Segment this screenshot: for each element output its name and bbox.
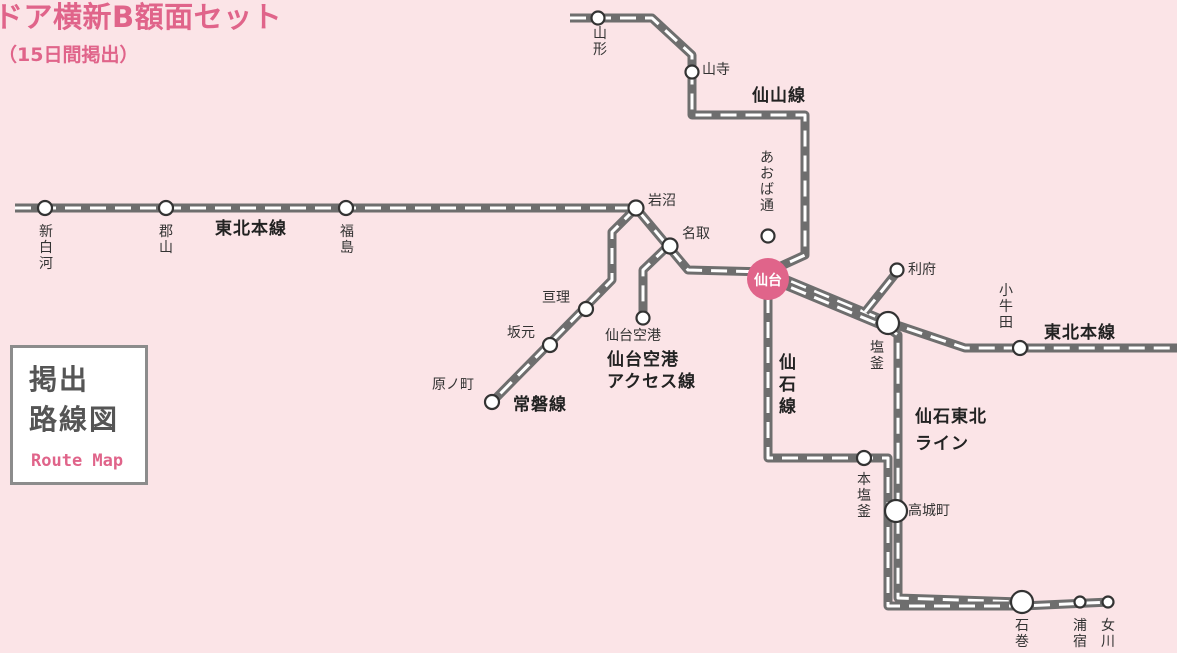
track-senseki-tohoku	[767, 276, 1023, 604]
page-title: ドア横新B額面セット	[0, 0, 283, 34]
station-label-onagawa: 女川	[1101, 618, 1115, 650]
station-natori[interactable]	[661, 237, 679, 255]
track-tohoku-east	[767, 270, 1177, 350]
station-fukushima[interactable]	[337, 199, 355, 217]
station-markers	[36, 10, 1115, 615]
station-haranomachi[interactable]	[483, 393, 501, 411]
station-sendai-hub[interactable]	[747, 258, 789, 300]
station-onagawa[interactable]	[1101, 595, 1115, 609]
station-sakamoto[interactable]	[541, 336, 559, 354]
station-koriyama[interactable]	[157, 199, 175, 217]
line-name-senseki-tohoku: 仙石東北 ライン	[915, 407, 987, 454]
station-watari[interactable]	[577, 300, 595, 318]
station-ishinomaki[interactable]	[1009, 589, 1035, 615]
station-kogota[interactable]	[1011, 339, 1029, 357]
station-rifu[interactable]	[889, 262, 905, 278]
station-aobadori[interactable]	[760, 228, 776, 244]
station-yamadera[interactable]	[684, 64, 700, 80]
station-label-aobadori: あおば通	[760, 150, 774, 214]
line-name-senzan: 仙山線	[752, 86, 806, 106]
line-name-airport: 仙台空港 アクセス線	[607, 350, 697, 392]
line-name-joban: 常磐線	[513, 395, 567, 415]
station-label-natori: 名取	[682, 226, 710, 242]
station-label-ishinomaki: 石巻	[1015, 618, 1029, 650]
line-name-tohoku-west: 東北本線	[215, 219, 287, 239]
legend-line-2: 路線図	[29, 403, 120, 436]
station-label-shirakawa: 新白河	[39, 224, 53, 272]
route-map-legend: 掲出 路線図 Route Map	[10, 345, 148, 485]
station-airport[interactable]	[635, 310, 651, 326]
page-subtitle: （15日間掲出）	[0, 44, 139, 66]
legend-english: Route Map	[31, 451, 124, 471]
station-urashuku[interactable]	[1073, 595, 1087, 609]
station-label-iwanuma: 岩沼	[648, 193, 676, 209]
station-iwanuma[interactable]	[627, 199, 645, 217]
station-label-hon-shiogama: 本塩釜	[857, 472, 871, 520]
track-airport	[638, 242, 672, 318]
station-label-rifu: 利府	[908, 262, 936, 278]
station-label-yamadera: 山寺	[702, 62, 730, 78]
station-shiogama[interactable]	[875, 310, 901, 336]
track-rifu	[863, 271, 899, 313]
station-label-koriyama: 郡山	[159, 224, 173, 256]
station-takagimachi[interactable]	[883, 498, 909, 524]
station-shirakawa[interactable]	[36, 199, 54, 217]
station-label-fukushima: 福島	[340, 224, 354, 256]
station-label-takagimachi: 高城町	[908, 503, 950, 519]
track-joban	[490, 206, 638, 404]
station-label-kogota: 小牛田	[999, 283, 1013, 331]
line-name-senseki: 仙石線	[779, 353, 797, 417]
track-tohoku-west	[15, 206, 769, 274]
station-label-watari: 亘理	[542, 290, 570, 306]
station-hon-shiogama[interactable]	[855, 449, 873, 467]
station-yamagata[interactable]	[590, 10, 606, 26]
track-airport	[641, 244, 670, 318]
station-label-urashuku: 浦宿	[1073, 618, 1087, 650]
track-senseki	[766, 272, 1111, 608]
line-name-tohoku-east: 東北本線	[1044, 323, 1116, 343]
station-label-yamagata: 山形	[593, 26, 607, 58]
station-label-airport: 仙台空港	[605, 328, 661, 344]
station-label-sakamoto: 坂元	[507, 325, 535, 341]
legend-line-1: 掲出	[29, 363, 90, 396]
station-label-haranomachi: 原ノ町	[432, 377, 474, 393]
station-label-shiogama: 塩釜	[870, 340, 884, 372]
station-label-sendai: 仙台	[754, 273, 782, 289]
